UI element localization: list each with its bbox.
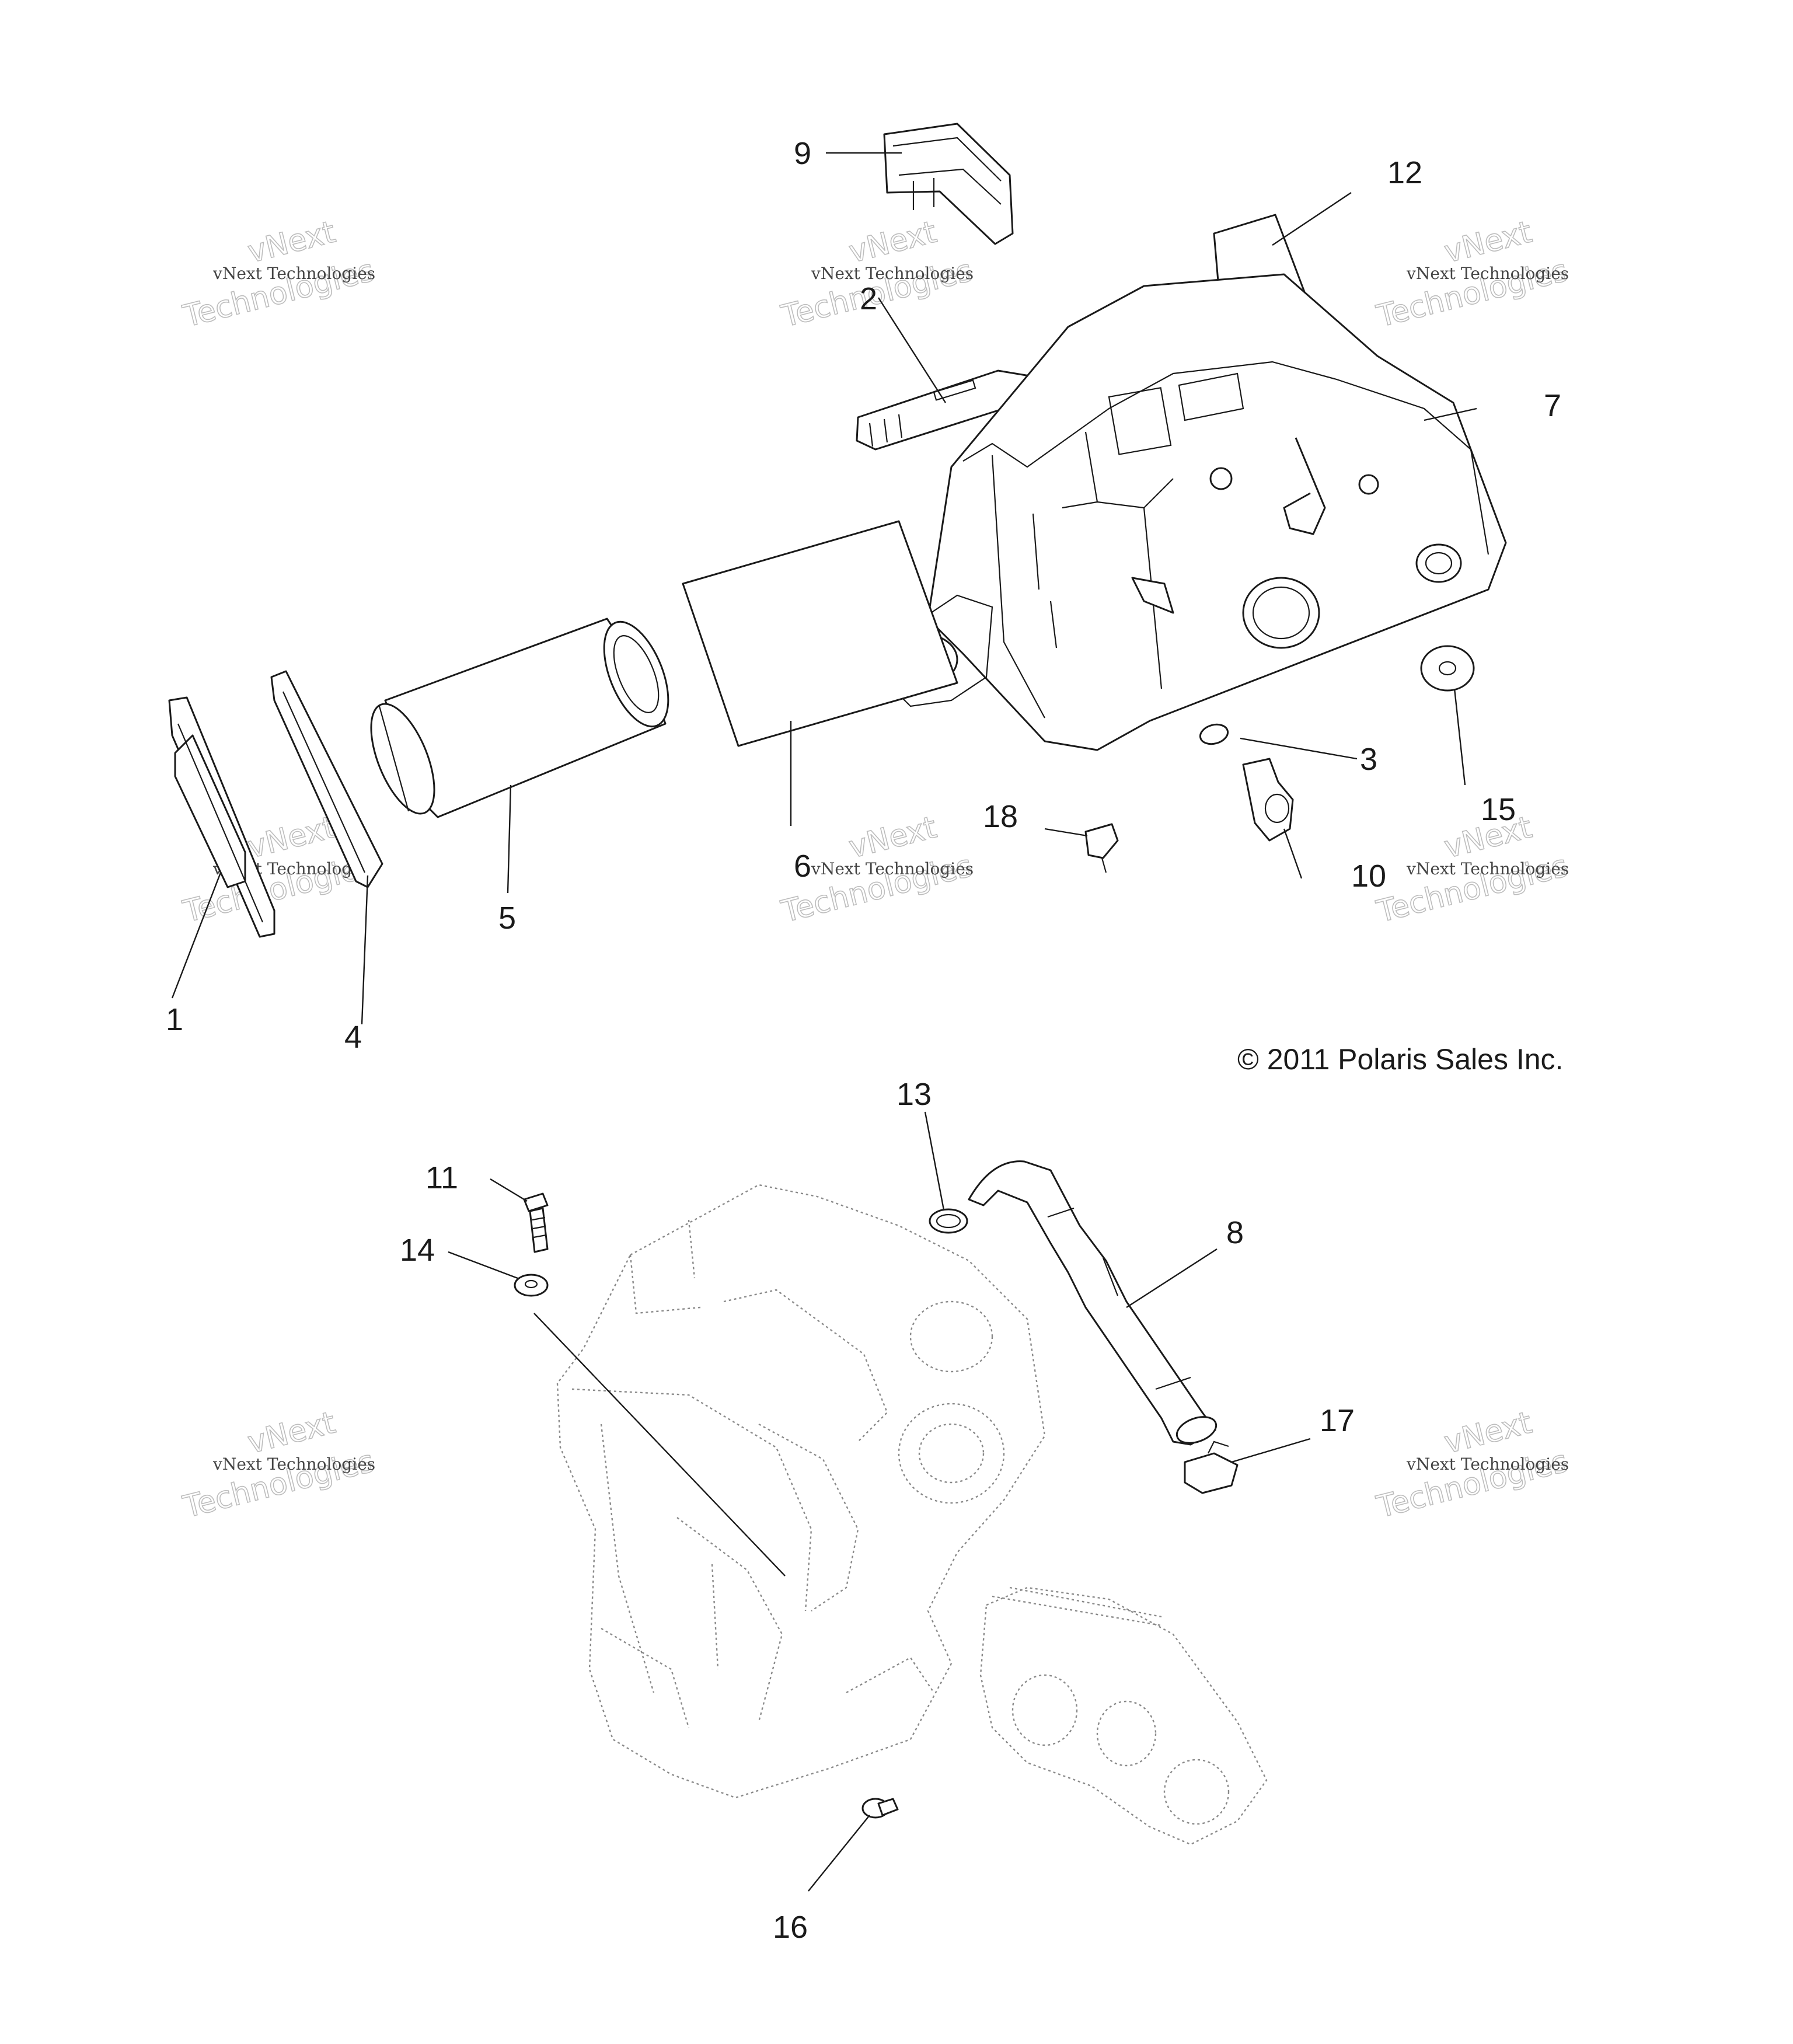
watermark-text: vNext bbox=[245, 810, 339, 866]
callout-12: 12 bbox=[1387, 155, 1422, 190]
part-16-screw bbox=[861, 1798, 899, 1819]
watermark-low-right: Technologies vNext vNext Technologies bbox=[1373, 1405, 1572, 1526]
watermark-text: vNext Technologies bbox=[1406, 264, 1569, 283]
callout-3: 3 bbox=[1360, 742, 1377, 777]
part-8-hose bbox=[968, 1160, 1218, 1446]
callout-18: 18 bbox=[983, 799, 1018, 834]
part-10-drain-valve bbox=[1242, 758, 1294, 842]
part-6-sleeve bbox=[682, 520, 958, 747]
watermark-text: vNext bbox=[846, 810, 940, 866]
callout-15: 15 bbox=[1481, 792, 1516, 827]
callout-1: 1 bbox=[166, 1002, 183, 1037]
throttle-body-ghost bbox=[979, 1586, 1268, 1846]
watermark-text: vNext Technologies bbox=[811, 264, 974, 283]
callout-14: 14 bbox=[400, 1233, 435, 1268]
callout-11: 11 bbox=[425, 1160, 458, 1195]
part-15-grommet bbox=[1420, 645, 1475, 692]
copyright-notice: © 2011 Polaris Sales Inc. bbox=[1237, 1043, 1563, 1076]
callout-10: 10 bbox=[1351, 859, 1386, 894]
part-14-washer bbox=[514, 1274, 549, 1297]
callout-9: 9 bbox=[794, 136, 811, 171]
callouts: 9 2 3 4 5 6 7 8 10 11 12 13 14 15 16 17 … bbox=[166, 136, 1561, 1945]
watermark-text: vNext Technologies bbox=[212, 1454, 375, 1474]
watermark-text: vNext bbox=[245, 215, 339, 270]
leader-lines bbox=[171, 152, 1477, 1892]
part-13-clamp bbox=[929, 1208, 968, 1234]
watermark-top-left: Technologies vNext vNext Technologies bbox=[179, 214, 378, 335]
watermark-mid-right: Technologies vNext vNext Technologies bbox=[1373, 810, 1572, 930]
part-1-end-cover bbox=[168, 696, 275, 938]
watermark-text: vNext Technologies bbox=[1406, 859, 1569, 878]
callout-6: 6 bbox=[794, 849, 811, 884]
watermark-text: vNext Technologies bbox=[1406, 1454, 1569, 1474]
callout-8: 8 bbox=[1226, 1215, 1244, 1250]
part-18-clamp bbox=[1084, 823, 1119, 873]
watermark-text: vNext bbox=[1441, 1405, 1536, 1461]
part-3-oring bbox=[1199, 723, 1229, 745]
watermark-text: vNext Technologies bbox=[811, 859, 974, 878]
part-17-clamp bbox=[1184, 1440, 1239, 1494]
callout-13: 13 bbox=[896, 1077, 932, 1112]
callout-2: 2 bbox=[860, 281, 877, 316]
watermark-text: vNext bbox=[846, 215, 940, 270]
watermark-text: vNext bbox=[245, 1405, 339, 1461]
watermark-text: vNext bbox=[1441, 215, 1536, 270]
callout-16: 16 bbox=[773, 1910, 808, 1945]
watermark-text: vNext Technologies bbox=[212, 264, 375, 283]
callout-17: 17 bbox=[1320, 1403, 1355, 1438]
watermark-top-right: Technologies vNext vNext Technologies bbox=[1373, 214, 1572, 335]
callout-4: 4 bbox=[344, 1020, 362, 1055]
part-9-cover bbox=[883, 123, 1014, 245]
part-11-bolt bbox=[523, 1192, 549, 1253]
engine-ghost bbox=[556, 1184, 1046, 1799]
part-7-airbox bbox=[886, 273, 1507, 751]
watermark-top-center: Technologies vNext vNext Technologies bbox=[777, 214, 976, 335]
callout-5: 5 bbox=[498, 901, 516, 936]
part-5-filter bbox=[370, 618, 669, 818]
callout-7: 7 bbox=[1544, 388, 1561, 423]
watermark-low-left: Technologies vNext vNext Technologies bbox=[179, 1405, 378, 1526]
